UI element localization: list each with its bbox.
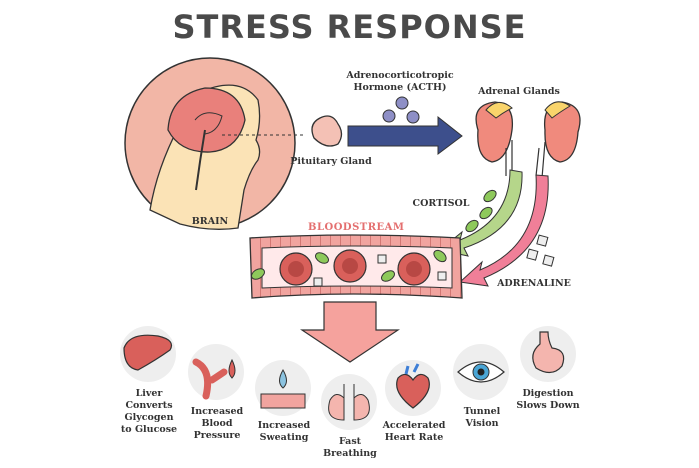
effect-label-heart-rate: Accelerated Heart Rate: [382, 420, 446, 443]
sweat-drop-icon: [255, 360, 311, 416]
acth-label: Adrenocorticotropic Hormone (ACTH): [346, 70, 454, 93]
page-title: STRESS RESPONSE: [172, 8, 527, 46]
adrenaline-label: ADRENALINE: [497, 278, 571, 289]
adrenaline-molecules-icon: [526, 234, 555, 267]
lungs-icon: [321, 374, 377, 430]
brain-head-illustration: [124, 57, 306, 230]
effect-label-tunnel-vision: Tunnel Vision: [463, 406, 501, 429]
down-arrow: [300, 301, 400, 363]
adrenaline-arrow: [458, 174, 549, 287]
blood-vessel-icon: [188, 344, 244, 400]
liver-icon: [120, 326, 176, 382]
cortisol-label: CORTISOL: [412, 198, 470, 209]
heart-icon: [385, 360, 441, 416]
effect-label-sweating: Increased Sweating: [257, 420, 311, 443]
adrenal-glands-icon: [475, 101, 581, 179]
pituitary-label: Pituitary Gland: [290, 156, 372, 167]
bloodstream-vessel: [249, 234, 463, 299]
pituitary-gland-icon: [311, 115, 343, 147]
eye-icon: [453, 344, 509, 400]
brain-label: BRAIN: [191, 216, 229, 227]
acth-molecules-icon: [382, 96, 420, 124]
effect-label-breathing: Fast Breathing: [323, 436, 377, 459]
effect-icons: [120, 326, 576, 430]
acth-arrow: [347, 115, 463, 155]
bloodstream-label: BLOODSTREAM: [308, 222, 405, 233]
effect-label-blood-pressure: Increased Blood Pressure: [190, 406, 244, 441]
effect-label-digestion: Digestion Slows Down: [516, 388, 580, 411]
stomach-icon: [520, 326, 576, 382]
effect-label-liver: Liver Converts Glycogen to Glucose: [120, 388, 178, 435]
adrenal-glands-label: Adrenal Glands: [478, 86, 560, 97]
cortisol-arrow: [438, 169, 523, 257]
cortisol-molecules-icon: [465, 189, 497, 233]
